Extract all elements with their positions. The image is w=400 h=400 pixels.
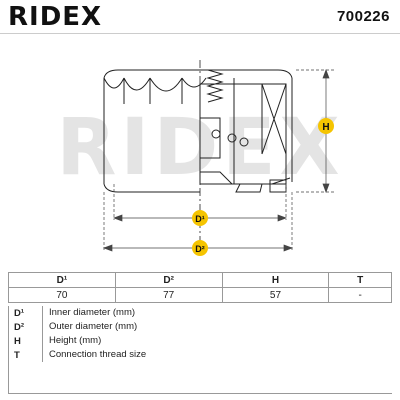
spec-table: D¹ D² H T 70 77 57 - [8, 272, 392, 303]
spec-value-t: - [328, 287, 392, 303]
dim-d2-badge [192, 240, 208, 256]
legend-item: D¹ Inner diameter (mm) [8, 306, 392, 320]
legend-key: D² [14, 321, 25, 333]
filter-body [103, 69, 293, 193]
spec-value-h: 57 [221, 287, 330, 303]
legend-key: D¹ [14, 307, 25, 319]
legend-desc: Height (mm) [42, 334, 101, 348]
dim-d1-label: D¹ [195, 214, 205, 224]
spec-value-d1: 70 [8, 287, 116, 303]
spec-header-d2: D² [114, 272, 223, 288]
spec-header-t: T [328, 272, 392, 288]
brand-text: RIDEX [8, 1, 103, 32]
dim-d2-label: D² [195, 244, 205, 254]
legend-key: H [14, 335, 21, 347]
spec-header-d1: D¹ [8, 272, 116, 288]
legend-desc: Outer diameter (mm) [42, 320, 137, 334]
legend: D¹ Inner diameter (mm) D² Outer diameter… [8, 306, 392, 362]
spec-table-value-row: 70 77 57 - [8, 287, 392, 303]
technical-drawing: RIDEX [56, 60, 340, 256]
spec-table-header-row: D¹ D² H T [8, 272, 392, 288]
header: RIDEX 700226 [0, 0, 400, 34]
dim-d1-badge [192, 210, 208, 226]
legend-item: H Height (mm) [8, 334, 392, 348]
part-number: 700226 [336, 8, 390, 25]
legend-desc: Connection thread size [42, 348, 146, 362]
spec-header-h: H [221, 272, 330, 288]
legend-item: T Connection thread size [8, 348, 392, 362]
spec-value-d2: 77 [114, 287, 223, 303]
legend-item: D² Outer diameter (mm) [8, 320, 392, 334]
legend-key: T [14, 349, 20, 361]
brand-logo: RIDEX [8, 4, 102, 30]
dim-h-badge [318, 118, 334, 134]
dim-h-label: H [322, 122, 329, 133]
legend-desc: Inner diameter (mm) [42, 306, 135, 320]
